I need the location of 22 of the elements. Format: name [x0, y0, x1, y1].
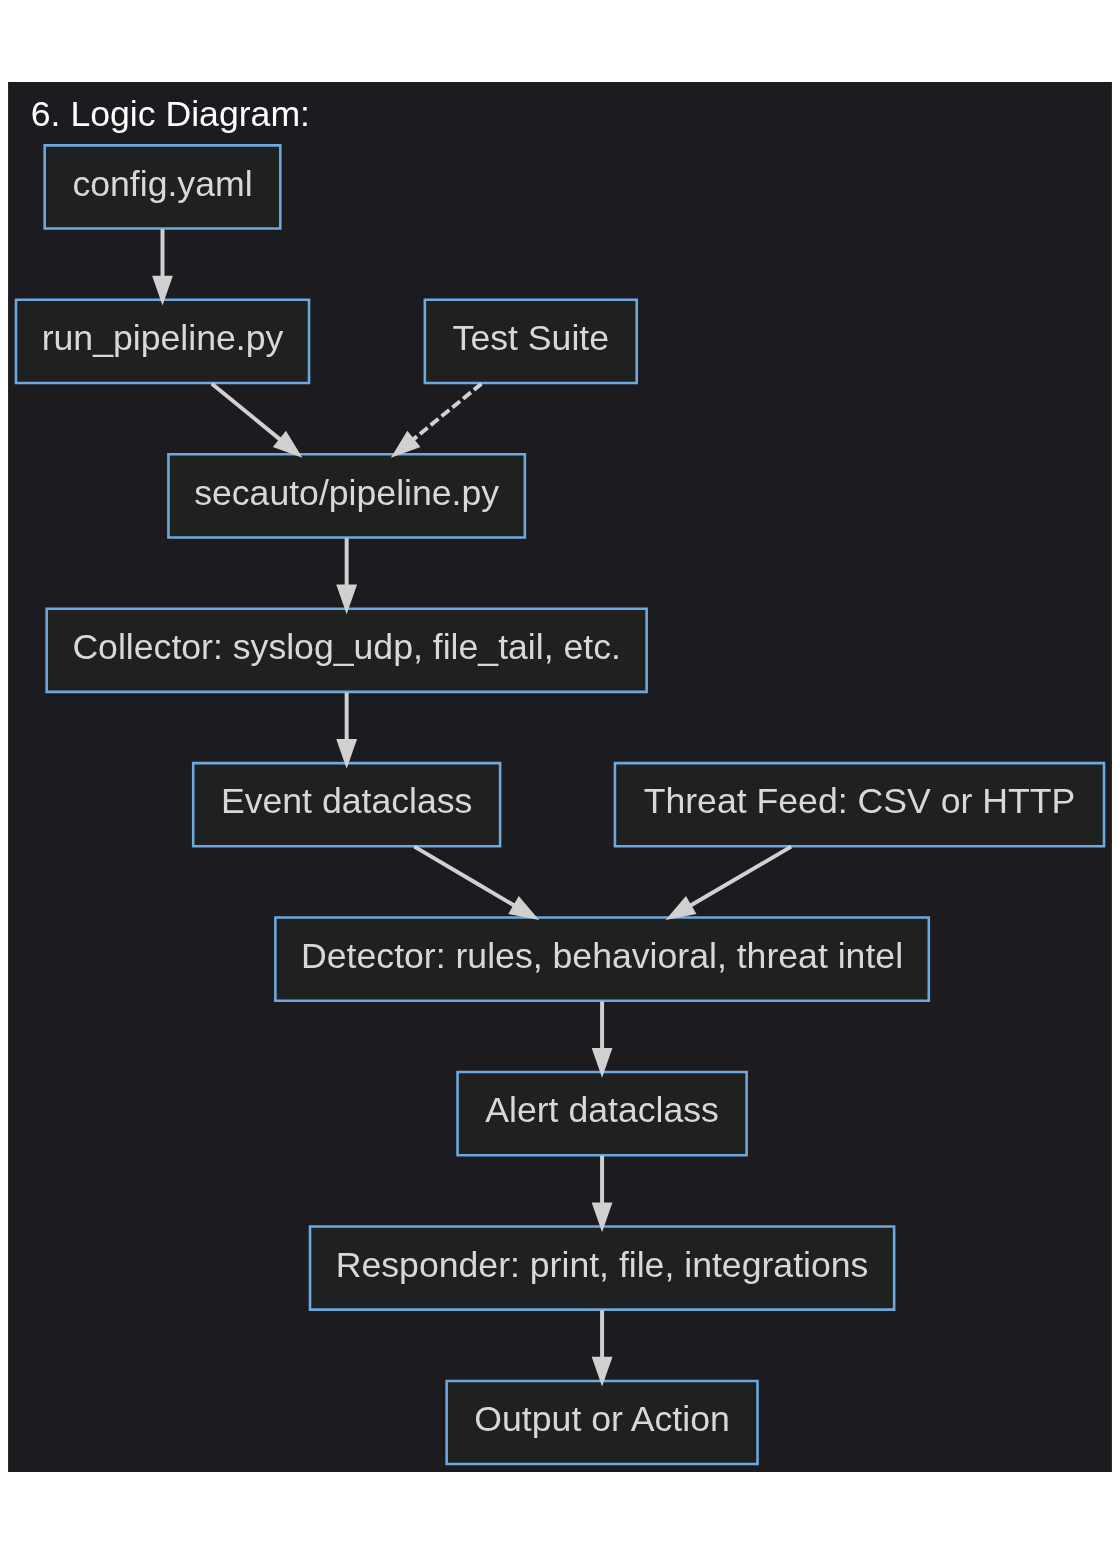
diagram-title: 6. Logic Diagram:	[30, 94, 311, 135]
node-box: Event dataclass	[191, 761, 502, 848]
node-box: secauto/pipeline.py	[167, 452, 527, 539]
arrow	[210, 382, 303, 458]
node-box: Test Suite	[423, 298, 638, 385]
arrow	[591, 1155, 613, 1233]
node-box: Detector: rules, behavioral, threat intel	[274, 916, 931, 1003]
arrow	[152, 229, 173, 306]
arrow	[665, 844, 793, 921]
arrow	[591, 1001, 613, 1078]
arrow	[591, 1310, 613, 1387]
arrow	[336, 538, 358, 615]
node-box: config.yaml	[43, 144, 282, 230]
arrow	[336, 692, 358, 769]
node-box: Alert dataclass	[456, 1070, 748, 1157]
node-box: Output or Action	[445, 1379, 759, 1466]
node-box: Collector: syslog_udp, file_tail, etc.	[45, 607, 648, 694]
arrow	[413, 844, 540, 921]
arrow	[390, 382, 483, 458]
node-box: Responder: print, file, integrations	[308, 1225, 896, 1311]
node-box: run_pipeline.py	[14, 298, 311, 385]
node-box: Threat Feed: CSV or HTTP	[613, 761, 1106, 848]
